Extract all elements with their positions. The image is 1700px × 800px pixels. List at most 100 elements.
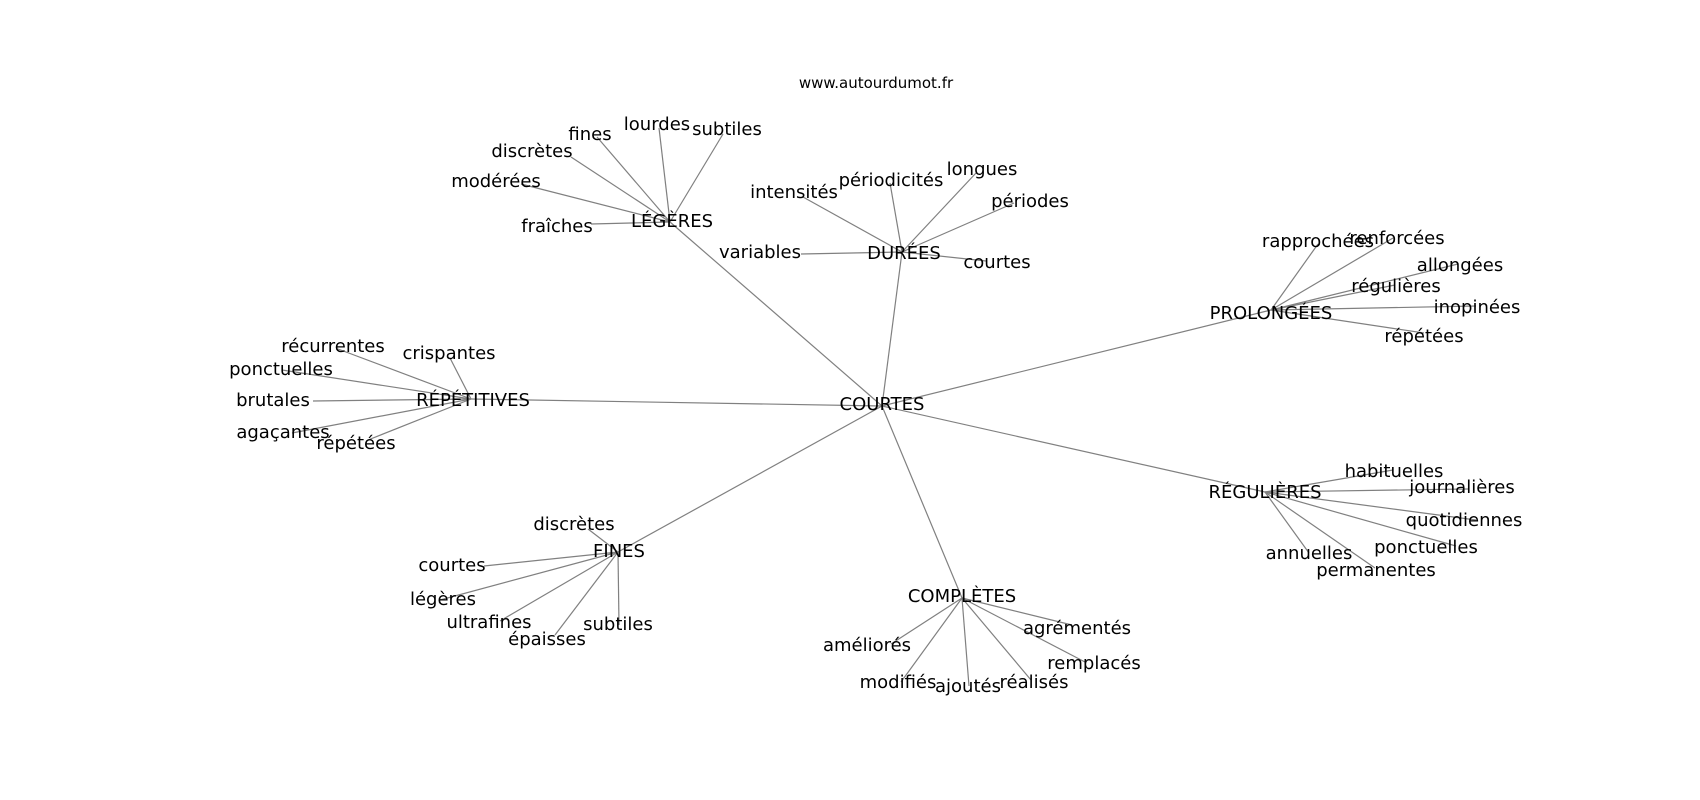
leaf-node-repetitives-3[interactable]: brutales (236, 390, 310, 411)
graph-edge (900, 597, 963, 683)
leaf-node-completes-5[interactable]: réalisés (1000, 672, 1069, 693)
graph-edge (669, 133, 724, 223)
graph-edge (881, 309, 1272, 407)
leaf-node-legeres-5[interactable]: fraîches (521, 216, 593, 237)
leaf-node-fines-0[interactable]: discrètes (533, 514, 614, 535)
graph-edge (1270, 237, 1394, 311)
graph-edge (802, 196, 903, 253)
leaf-node-repetitives-5[interactable]: répétées (316, 433, 395, 454)
graph-edge (881, 251, 903, 407)
leaf-node-completes-4[interactable]: ajoutés (935, 676, 1001, 697)
graph-edge (1270, 263, 1459, 311)
graph-edge (570, 156, 671, 223)
graph-edge (889, 182, 903, 253)
graph-edge (449, 357, 472, 400)
source-url-label: www.autourdumot.fr (799, 74, 954, 92)
leaf-node-fines-1[interactable]: courtes (418, 555, 485, 576)
leaf-node-legeres-3[interactable]: subtiles (692, 119, 762, 140)
graph-edge (901, 172, 977, 253)
graph-edge (1270, 305, 1477, 311)
leaf-node-fines-3[interactable]: ultrafines (446, 612, 531, 633)
leaf-node-regulieres-1[interactable]: journalières (1408, 477, 1514, 498)
leaf-node-fines-5[interactable]: subtiles (583, 614, 653, 635)
graph-edge (1270, 243, 1319, 311)
leaf-node-legeres-0[interactable]: discrètes (491, 141, 572, 162)
graph-edge (1264, 491, 1477, 521)
leaf-node-prolongees-4[interactable]: inopinées (1434, 297, 1521, 318)
graph-edge (617, 405, 883, 553)
graph-edge (439, 551, 619, 601)
hub-node-prolongees[interactable]: PROLONGÉES (1210, 302, 1333, 324)
graph-edge (881, 405, 1266, 493)
leaf-node-repetitives-1[interactable]: crispantes (402, 343, 495, 364)
graph-edge (881, 405, 963, 599)
graph-edge (1264, 469, 1394, 493)
leaf-node-prolongees-3[interactable]: régulières (1351, 276, 1440, 297)
leaf-node-completes-0[interactable]: agrémentés (1023, 618, 1131, 639)
leaf-node-completes-2[interactable]: remplacés (1047, 653, 1140, 674)
leaf-node-legeres-1[interactable]: fines (568, 124, 611, 145)
graph-edge (312, 398, 472, 402)
graph-edge (337, 348, 472, 400)
leaf-node-durees-1[interactable]: périodicités (839, 170, 944, 191)
hub-node-durees[interactable]: DURÉES (867, 242, 941, 264)
graph-edge (1264, 491, 1310, 554)
hub-node-completes[interactable]: COMPLÈTES (908, 585, 1016, 607)
leaf-node-durees-5[interactable]: courtes (963, 252, 1030, 273)
leaf-node-prolongees-5[interactable]: répétées (1384, 326, 1463, 347)
graph-edge (499, 551, 619, 622)
leaf-node-regulieres-4[interactable]: annuelles (1266, 543, 1353, 564)
leaf-node-durees-0[interactable]: intensités (750, 182, 838, 203)
graph-edge (1270, 309, 1425, 334)
hub-node-fines[interactable]: FINES (593, 541, 645, 562)
leaf-node-fines-4[interactable]: épaisses (508, 629, 586, 650)
graph-labels: www.autourdumot.fr COURTES LÉGÈRES discrèt… (229, 74, 1522, 697)
hub-node-repetitives[interactable]: RÉPÉTITIVES (416, 389, 530, 411)
graph-edge (554, 551, 619, 636)
leaf-node-regulieres-2[interactable]: quotidiennes (1406, 510, 1523, 531)
leaf-node-completes-1[interactable]: améliorés (823, 635, 911, 656)
graph-edge (470, 398, 883, 407)
graph-edge (658, 127, 671, 223)
leaf-node-repetitives-2[interactable]: ponctuelles (229, 359, 333, 380)
hub-node-legeres[interactable]: LÉGÈRES (631, 210, 713, 232)
leaf-node-durees-3[interactable]: périodes (991, 191, 1069, 212)
leaf-node-durees-2[interactable]: longues (947, 159, 1018, 180)
graph-edge (1270, 284, 1396, 311)
leaf-node-legeres-4[interactable]: modérées (451, 171, 541, 192)
graph-edge (800, 251, 903, 255)
graph-edge (281, 369, 472, 400)
graph-edge (669, 221, 883, 407)
graph-edge (890, 597, 963, 645)
graph-edge (587, 528, 619, 553)
leaf-node-fines-2[interactable]: légères (410, 589, 476, 610)
graph-edge (961, 597, 1086, 663)
leaf-node-regulieres-0[interactable]: habituelles (1345, 461, 1444, 482)
graph-edge (520, 183, 671, 223)
leaf-node-repetitives-0[interactable]: récurrentes (281, 336, 384, 357)
hub-node-regulieres[interactable]: RÉGULIÈRES (1208, 481, 1321, 503)
leaf-node-durees-4[interactable]: variables (719, 242, 801, 263)
leaf-node-repetitives-4[interactable]: agaçantes (236, 422, 329, 443)
graph-edge (590, 221, 671, 225)
graph-edge (367, 398, 472, 441)
graph-edge (961, 597, 970, 687)
graph-edge (961, 597, 1032, 681)
leaf-node-completes-3[interactable]: modifiés (860, 672, 937, 693)
leaf-node-regulieres-5[interactable]: permanentes (1316, 560, 1436, 581)
graph-edges (281, 127, 1477, 687)
graph-edge (617, 551, 620, 626)
graph-edge (596, 136, 671, 223)
graph-edge (291, 398, 472, 434)
leaf-node-prolongees-0[interactable]: rapprochées (1262, 231, 1374, 252)
leaf-node-legeres-2[interactable]: lourdes (624, 114, 690, 135)
leaf-node-regulieres-3[interactable]: ponctuelles (1374, 537, 1478, 558)
leaf-node-prolongees-1[interactable]: renforcées (1349, 228, 1444, 249)
graph-edge (483, 551, 619, 567)
graph-edge (1264, 491, 1457, 547)
graph-edge (961, 597, 1073, 626)
leaf-node-prolongees-2[interactable]: allongées (1417, 255, 1503, 276)
graph-edge (901, 251, 987, 262)
center-node-label[interactable]: COURTES (840, 394, 925, 415)
